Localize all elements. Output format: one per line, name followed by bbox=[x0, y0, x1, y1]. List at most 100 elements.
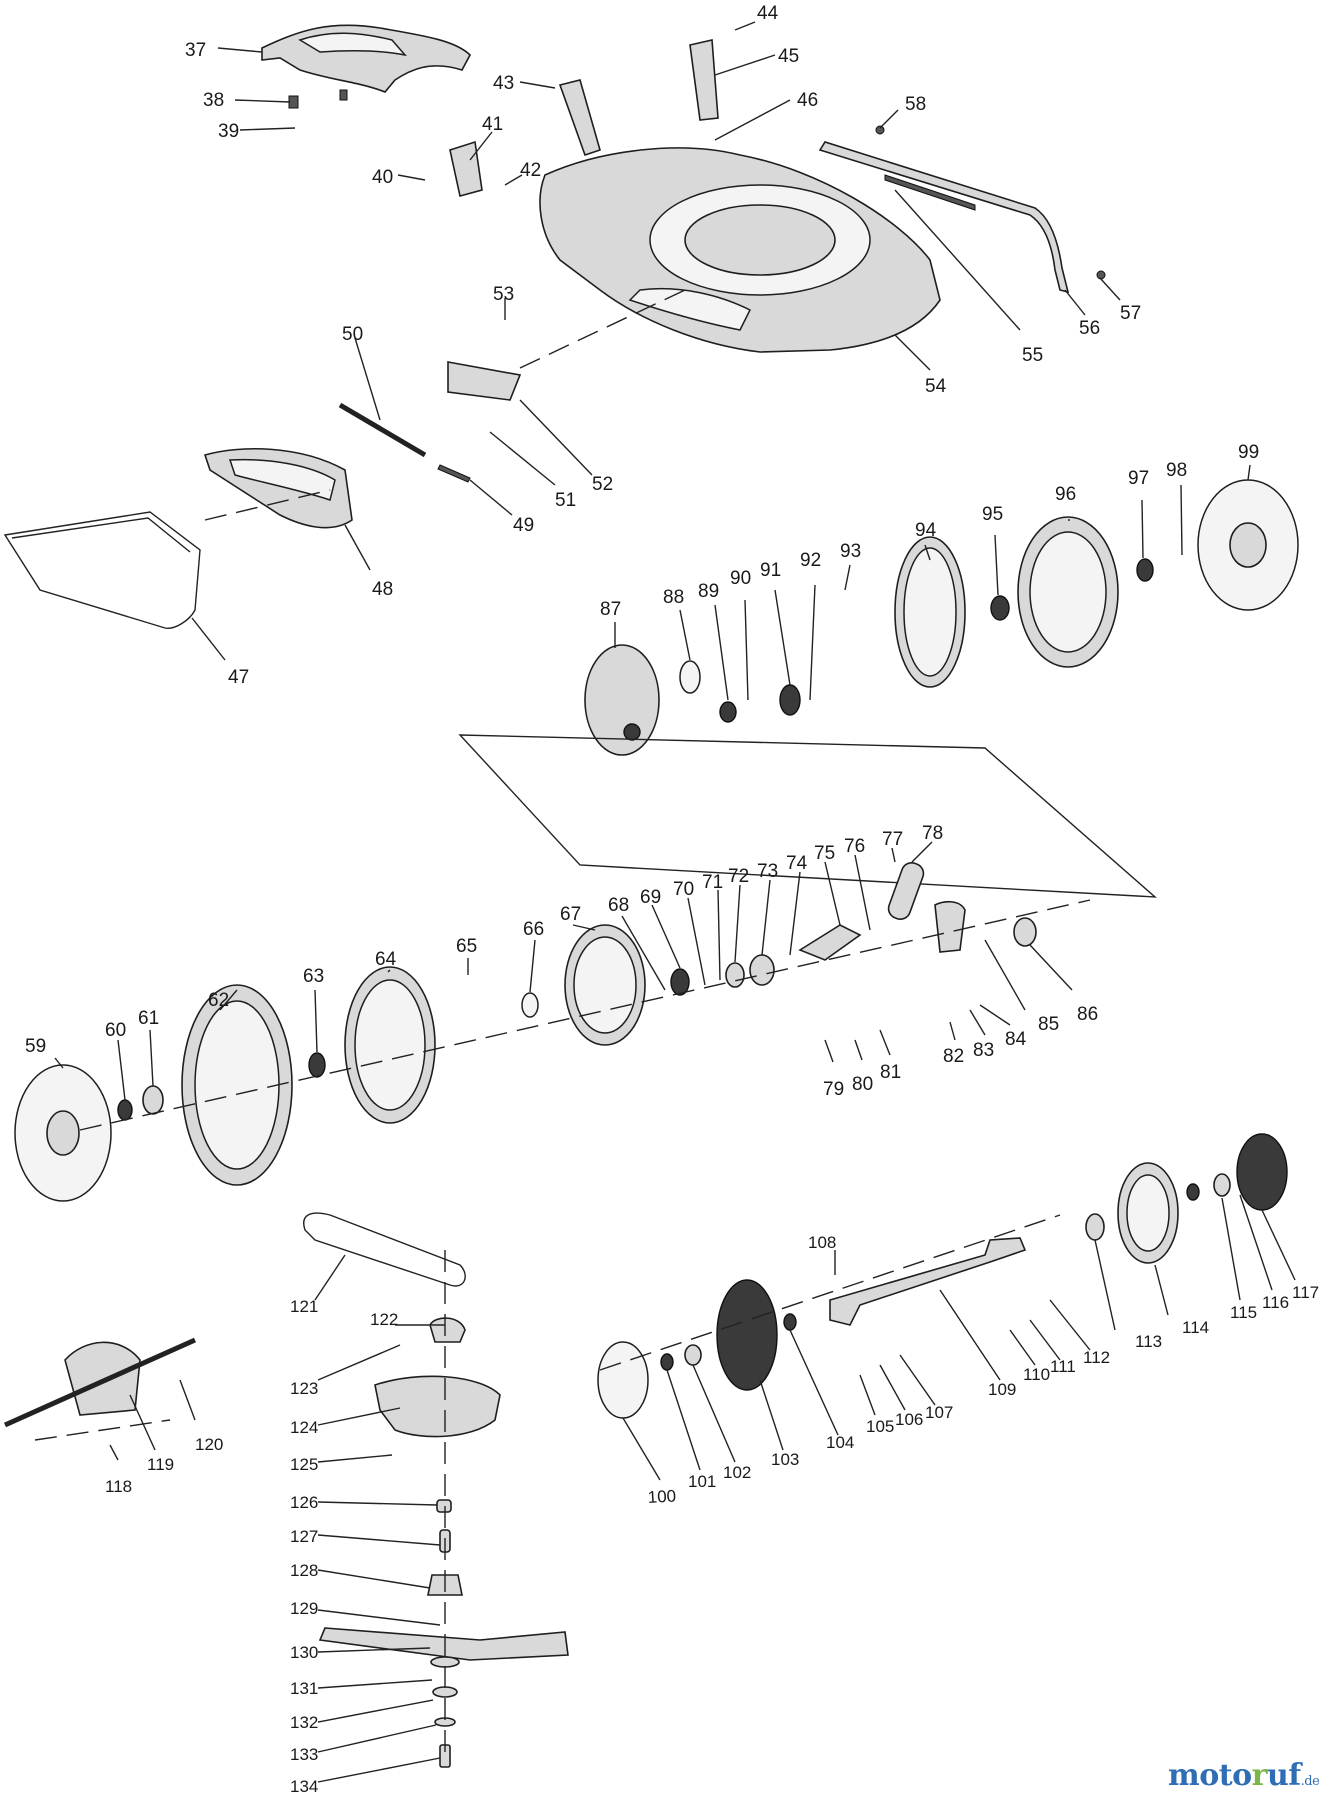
belt-blade-assembly bbox=[3, 1212, 569, 1768]
callout-86: 86 bbox=[1077, 1004, 1098, 1025]
callout-58: 58 bbox=[905, 94, 926, 115]
callout-39: 39 bbox=[218, 121, 239, 142]
callout-131: 131 bbox=[290, 1679, 318, 1698]
callout-97: 97 bbox=[1128, 468, 1149, 489]
callout-64: 64 bbox=[375, 949, 397, 970]
callout-48: 48 bbox=[372, 579, 393, 600]
callout-102: 102 bbox=[723, 1463, 751, 1482]
callout-100: 100 bbox=[647, 1487, 676, 1507]
callout-45: 45 bbox=[778, 46, 799, 67]
callout-69: 69 bbox=[640, 887, 661, 908]
callout-113: 113 bbox=[1135, 1332, 1162, 1351]
hinge-bracket-part bbox=[447, 361, 522, 401]
callout-103: 103 bbox=[771, 1450, 799, 1469]
callout-59: 59 bbox=[25, 1036, 46, 1057]
callout-108: 108 bbox=[808, 1233, 836, 1252]
callout-122: 122 bbox=[370, 1310, 398, 1329]
callout-94: 94 bbox=[915, 520, 937, 541]
brand-part-2: r bbox=[1251, 1758, 1268, 1793]
callout-117: 117 bbox=[1292, 1283, 1319, 1302]
callout-130: 130 bbox=[290, 1643, 318, 1662]
handle-rod-part bbox=[818, 125, 1106, 294]
brand-tld: .de bbox=[1300, 1774, 1320, 1789]
callout-95: 95 bbox=[982, 504, 1003, 525]
rear-wheel-right-assembly bbox=[584, 479, 1299, 756]
callout-57: 57 bbox=[1120, 303, 1141, 324]
callout-55: 55 bbox=[1022, 345, 1043, 366]
callout-119: 119 bbox=[147, 1455, 174, 1474]
callout-40: 40 bbox=[372, 167, 393, 188]
callout-112: 112 bbox=[1083, 1348, 1110, 1367]
callout-47: 47 bbox=[228, 667, 249, 688]
callout-76: 76 bbox=[844, 836, 865, 857]
callout-120: 120 bbox=[195, 1435, 223, 1454]
callout-96: 96 bbox=[1055, 484, 1076, 505]
callout-125: 125 bbox=[290, 1455, 318, 1474]
callout-56: 56 bbox=[1079, 318, 1100, 339]
callout-84: 84 bbox=[1005, 1029, 1027, 1050]
leader-lines bbox=[54, 21, 1296, 1783]
watermark-logo: motoruf.de bbox=[1168, 1758, 1320, 1793]
callout-123: 123 bbox=[290, 1379, 318, 1398]
callout-65: 65 bbox=[456, 936, 477, 957]
callout-79: 79 bbox=[823, 1079, 844, 1100]
callout-81: 81 bbox=[880, 1062, 901, 1083]
callout-87: 87 bbox=[600, 599, 621, 620]
callout-38: 38 bbox=[203, 90, 224, 111]
callout-114: 114 bbox=[1182, 1318, 1209, 1337]
callout-116: 116 bbox=[1262, 1293, 1289, 1312]
callout-91: 91 bbox=[760, 560, 781, 581]
callout-50: 50 bbox=[342, 324, 363, 345]
callout-126: 126 bbox=[290, 1493, 318, 1512]
callout-54: 54 bbox=[925, 376, 947, 397]
callout-92: 92 bbox=[800, 550, 821, 571]
callout-82: 82 bbox=[943, 1046, 964, 1067]
callout-67: 67 bbox=[560, 904, 581, 925]
callout-41: 41 bbox=[482, 114, 503, 135]
callout-89: 89 bbox=[698, 581, 719, 602]
callout-68: 68 bbox=[608, 895, 629, 916]
assembly-axis-lines bbox=[34, 289, 1091, 1760]
rear-wheel-left-assembly bbox=[14, 862, 1037, 1202]
callout-124: 124 bbox=[290, 1418, 318, 1437]
callout-42: 42 bbox=[520, 160, 541, 181]
callout-78: 78 bbox=[922, 823, 943, 844]
grass-bag-frame bbox=[3, 511, 201, 629]
callout-70: 70 bbox=[673, 879, 694, 900]
callout-128: 128 bbox=[290, 1561, 318, 1580]
callout-111: 111 bbox=[1050, 1357, 1076, 1376]
callout-101: 101 bbox=[688, 1472, 716, 1491]
callout-62: 62 bbox=[208, 990, 229, 1011]
assembly-group-frame bbox=[458, 734, 1157, 898]
callout-121: 121 bbox=[290, 1297, 318, 1316]
callout-127: 127 bbox=[290, 1527, 318, 1546]
callout-66: 66 bbox=[523, 919, 544, 940]
callout-49: 49 bbox=[513, 515, 534, 536]
callout-74: 74 bbox=[786, 853, 808, 874]
callout-75: 75 bbox=[814, 843, 835, 864]
brand-part-1: moto bbox=[1168, 1758, 1252, 1793]
front-wheel-assembly bbox=[597, 1133, 1288, 1419]
callout-104: 104 bbox=[826, 1433, 854, 1452]
callout-60: 60 bbox=[105, 1020, 126, 1041]
callout-105: 105 bbox=[866, 1417, 894, 1436]
callout-132: 132 bbox=[290, 1713, 318, 1732]
brand-part-3: uf bbox=[1266, 1758, 1301, 1793]
callout-90: 90 bbox=[730, 568, 751, 589]
callout-85: 85 bbox=[1038, 1014, 1059, 1035]
callout-71: 71 bbox=[702, 872, 723, 893]
callout-73: 73 bbox=[757, 861, 778, 882]
callout-46: 46 bbox=[797, 90, 818, 111]
callout-63: 63 bbox=[303, 966, 324, 987]
callout-99: 99 bbox=[1238, 442, 1259, 463]
callout-44: 44 bbox=[757, 3, 779, 24]
rear-rod-part bbox=[338, 402, 427, 458]
callout-72: 72 bbox=[728, 866, 749, 887]
callout-133: 133 bbox=[290, 1745, 318, 1764]
callout-51: 51 bbox=[555, 490, 576, 511]
mower-deck-part bbox=[539, 147, 941, 353]
callout-53: 53 bbox=[493, 284, 514, 305]
callout-129: 129 bbox=[290, 1599, 318, 1618]
callout-109: 109 bbox=[988, 1380, 1016, 1399]
